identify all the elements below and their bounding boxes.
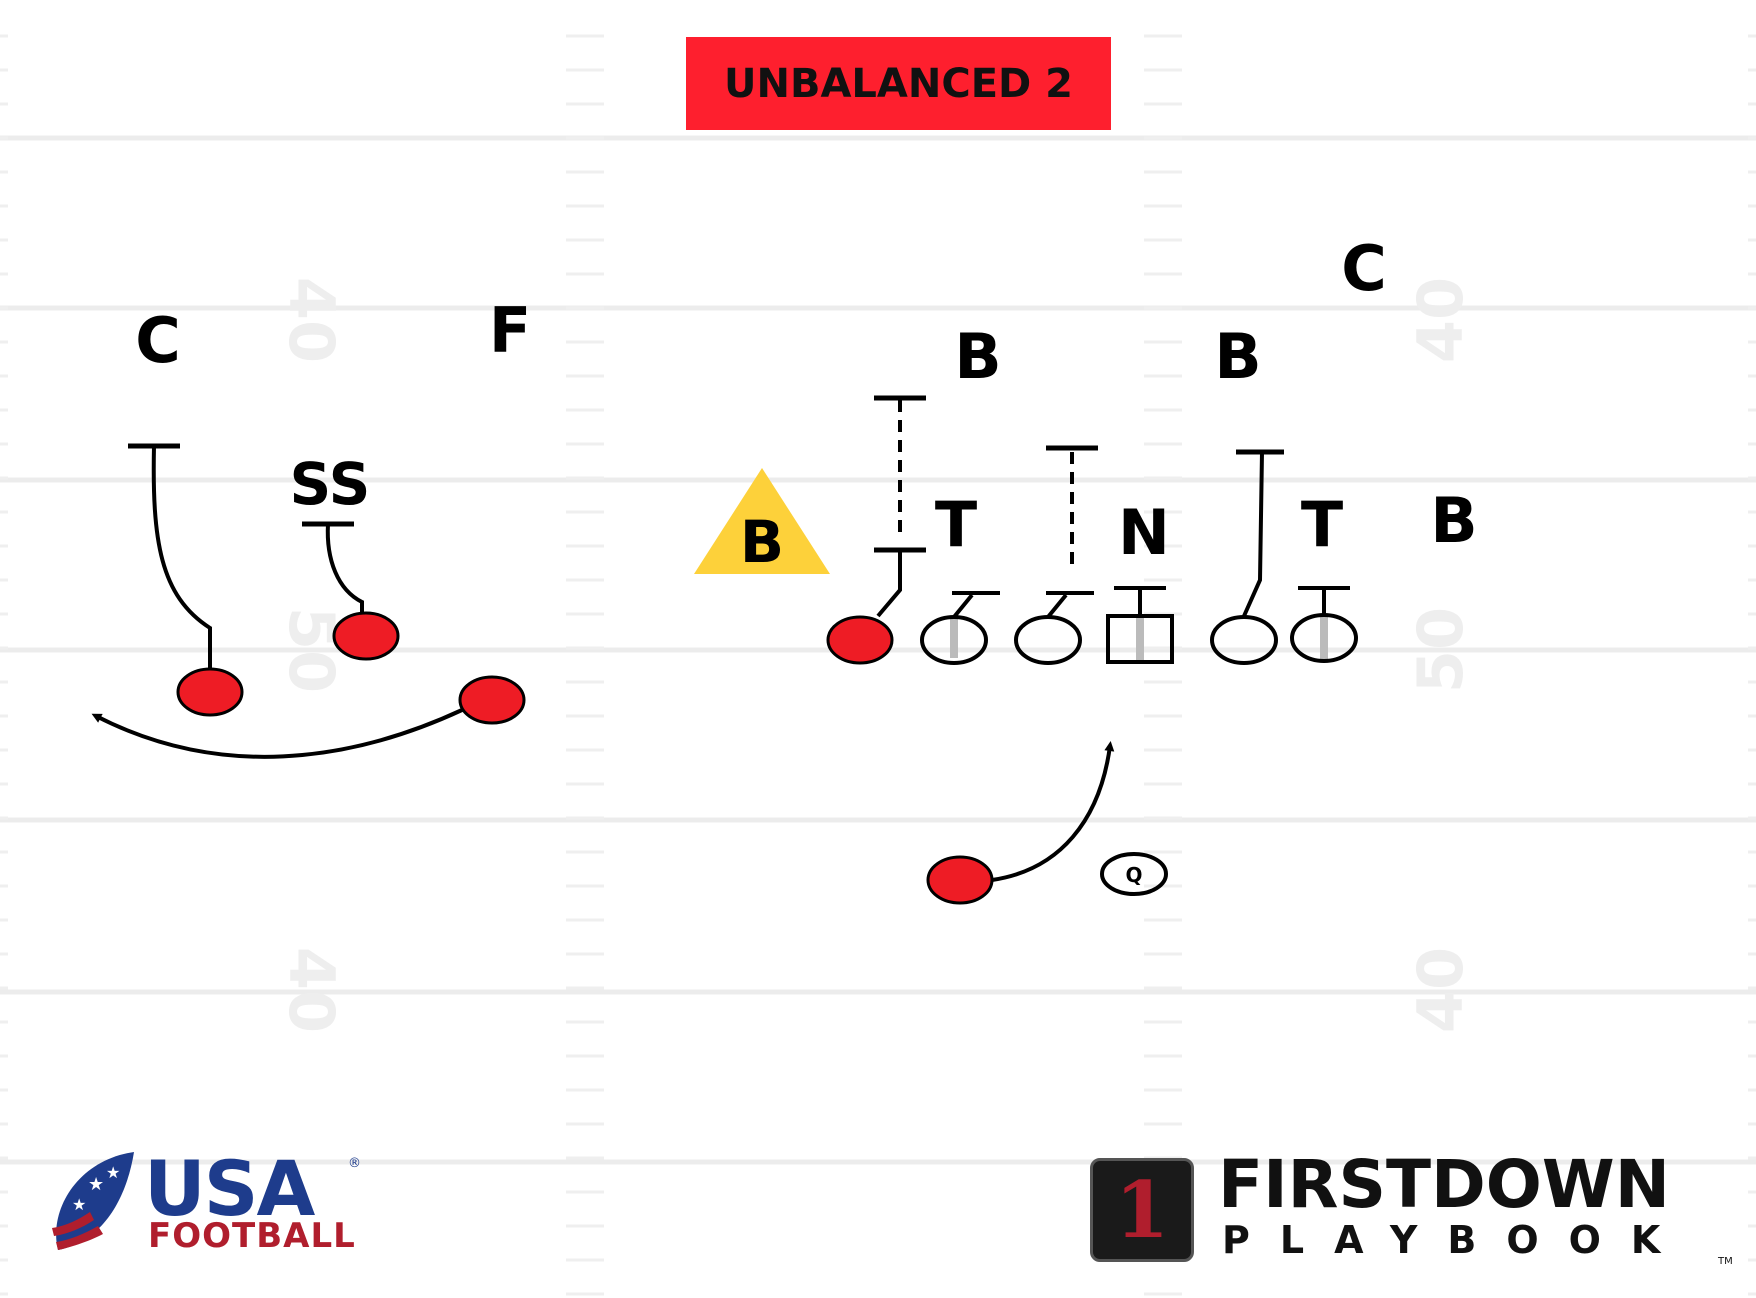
usa-logo-registered: ® [348, 1156, 361, 1171]
player-edge [826, 615, 894, 665]
svg-text:★: ★ [88, 1174, 104, 1195]
lineman-2 [1014, 615, 1082, 665]
play-title-banner: UNBALANCED 2 [686, 37, 1111, 130]
label-b-right: B [1430, 484, 1477, 557]
firstdown-logo-word: FIRSTDOWN [1218, 1146, 1670, 1223]
svg-text:40: 40 [1404, 947, 1477, 1033]
yard-lines [0, 135, 1756, 1165]
label-b-blitz: B [740, 508, 784, 576]
label-b-top-2: B [1214, 320, 1261, 393]
label-b-top-1: B [954, 320, 1001, 393]
firstdown-playbook-logo: 1 FIRSTDOWN PLAYBOOK TM [1090, 1146, 1733, 1268]
player-qb [1100, 852, 1168, 896]
yard-number-50-left: 50 [275, 607, 348, 693]
offensive-line [920, 586, 1358, 665]
usa-logo-subtitle: FOOTBALL [148, 1216, 356, 1256]
player-c-left [176, 667, 244, 717]
yard-number-40-top-right: 40 [1404, 277, 1477, 363]
label-n: N [1118, 496, 1170, 569]
svg-text:★: ★ [106, 1163, 120, 1182]
usa-logo-word: USA [144, 1144, 315, 1233]
football-flag-icon: ★ ★ ★ [52, 1152, 134, 1250]
player-f [458, 675, 526, 725]
firstdown-badge-icon: 1 [1090, 1158, 1194, 1262]
svg-text:★: ★ [72, 1195, 86, 1214]
hash-marks [0, 34, 1756, 1296]
yard-number-40-bottom-left: 40 [275, 947, 348, 1033]
svg-text:50: 50 [275, 607, 348, 693]
route-edge [876, 552, 902, 618]
route-ss [325, 523, 364, 618]
firstdown-logo-subtitle: PLAYBOOK [1222, 1218, 1691, 1262]
svg-text:40: 40 [275, 277, 348, 363]
firstdown-logo-trademark: TM [1718, 1256, 1733, 1267]
yard-number-40-bottom-right: 40 [1404, 947, 1477, 1033]
label-c-right: C [1341, 232, 1387, 305]
yard-number-50-right: 50 [1404, 607, 1477, 693]
player-ss [332, 611, 400, 661]
yard-number-40-top-left: 40 [275, 277, 348, 363]
firstdown-badge-number: 1 [1114, 1164, 1170, 1256]
lineman-4 [1210, 615, 1278, 665]
label-q: Q [1125, 863, 1142, 887]
player-rb [926, 855, 994, 905]
label-c-left: C [135, 304, 181, 377]
svg-text:40: 40 [1404, 277, 1477, 363]
svg-text:40: 40 [275, 947, 348, 1033]
label-f: F [489, 294, 531, 367]
usa-football-logo: ★ ★ ★ USA ® FOOTBALL [48, 1144, 378, 1262]
label-ss: SS [290, 450, 371, 518]
route-f-motion [91, 708, 463, 759]
label-t-left: T [935, 488, 977, 561]
blitz-triangle: B [694, 468, 830, 576]
route-b-right [1242, 451, 1264, 617]
route-rb [991, 741, 1115, 882]
svg-text:50: 50 [1404, 607, 1477, 693]
play-title: UNBALANCED 2 [724, 60, 1073, 107]
route-c-left [151, 445, 212, 672]
label-t-right: T [1301, 488, 1343, 561]
